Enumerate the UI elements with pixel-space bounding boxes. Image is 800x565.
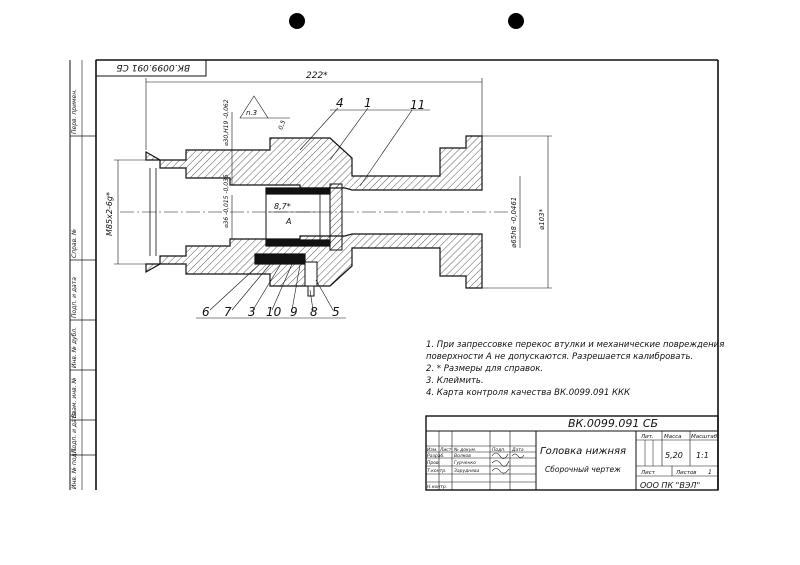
punch-hole-right xyxy=(508,13,524,29)
note-line-4: 3. Клеймить. xyxy=(426,376,484,386)
part-section xyxy=(120,135,510,297)
tb-org: ООО ПК "ВЭЛ" xyxy=(640,481,700,490)
c-bot-4: 9 xyxy=(290,305,298,319)
side-label-2: Подп. и дата xyxy=(71,277,78,318)
tb-r0-b: Лист xyxy=(439,447,452,453)
dim-d103: ⌀103* xyxy=(538,208,546,230)
tb-r1-a: Разраб. xyxy=(427,453,445,459)
c-bot-2: 3 xyxy=(248,305,256,319)
tb-sheet: Лист xyxy=(640,470,656,476)
signatures xyxy=(491,452,525,474)
dim-n3: n.3 xyxy=(246,109,257,117)
stamp-text: ВК.0099.091 СБ xyxy=(116,62,190,72)
tb-scalelabel: Масштаб xyxy=(691,434,718,440)
tb-mass: 5,20 xyxy=(665,451,683,460)
c-top-0: 4 xyxy=(336,96,344,110)
tb-r3-b: Заруднева xyxy=(454,468,480,474)
tb-sheetsval: 1 xyxy=(708,469,712,476)
dim-d30: ⌀30,H19 -0,062 xyxy=(223,99,230,146)
tb-name: Головка нижняя xyxy=(540,446,626,457)
c-top-1: 1 xyxy=(364,96,372,110)
tb-r4-a: Н.контр. xyxy=(427,484,447,490)
tb-masslabel: Масса xyxy=(664,434,682,440)
tb-r2-b: Гурченко xyxy=(454,460,476,466)
dimension-texts: 222* М85х2-6g* ⌀30,H19 -0,062 ⌀36 -0,015… xyxy=(105,71,546,248)
note-line-2: поверхности А не допускаются. Разрешаетс… xyxy=(426,352,694,362)
dim-overall: 222* xyxy=(306,71,328,81)
tb-r0-e: Дата xyxy=(511,447,524,453)
tb-r2-a: Пров. xyxy=(427,460,440,466)
dim-thread: М85х2-6g* xyxy=(105,192,114,236)
dim-d36: ⌀36 -0,015 -0,035 xyxy=(223,174,230,228)
side-label-6: Инв. № подл. xyxy=(71,447,78,489)
c-bot-6: 5 xyxy=(332,305,340,319)
dim-87: 8,7* xyxy=(274,202,291,211)
tb-r0-a: Изм. xyxy=(427,447,438,453)
dim-gap: 0,5 xyxy=(277,119,287,131)
c-bot-5: 8 xyxy=(310,305,318,319)
dim-d65: ⌀65h8 -0,0461 xyxy=(510,197,518,248)
note-line-5: 4. Карта контроля качества ВК.0099.091 К… xyxy=(426,388,631,398)
c-bot-1: 7 xyxy=(224,305,232,319)
dim-a: А xyxy=(285,217,291,226)
drawing-frame xyxy=(69,59,719,490)
title-block-grid xyxy=(425,415,719,491)
side-label-1: Справ. № xyxy=(71,228,78,258)
c-top-2: 11 xyxy=(410,98,425,112)
note-line-3: 2. * Размеры для справок. xyxy=(426,364,544,374)
tb-r0-d: Подп. xyxy=(492,447,506,453)
tb-type: Сборочный чертеж xyxy=(545,465,621,474)
tb-scale: 1:1 xyxy=(696,451,709,460)
punch-hole-left xyxy=(289,13,305,29)
callout-numbers: 4 1 11 6 7 3 10 9 8 5 xyxy=(202,96,425,319)
tb-r3-a: Т.контр. xyxy=(427,468,447,474)
leader-lines xyxy=(209,107,413,311)
tb-lit: Лит. xyxy=(640,434,654,440)
side-label-3: Инв. № дубл. xyxy=(71,326,78,368)
dimension-lines xyxy=(114,78,552,289)
tb-r0-c: № докум. xyxy=(453,447,476,453)
tb-r1-b: Волков xyxy=(454,453,471,459)
title-block-texts: ВК.0099.091 СБ Головка нижняя Сборочный … xyxy=(427,417,718,490)
side-label-0: Перв. примен. xyxy=(71,88,78,134)
callout-underlines xyxy=(196,109,430,319)
c-bot-0: 6 xyxy=(202,305,210,319)
tb-sheets: Листов xyxy=(675,470,697,476)
c-bot-3: 10 xyxy=(266,305,282,319)
note-line-1: 1. При запрессовке перекос втулки и меха… xyxy=(426,340,725,350)
tb-code: ВК.0099.091 СБ xyxy=(568,417,658,430)
